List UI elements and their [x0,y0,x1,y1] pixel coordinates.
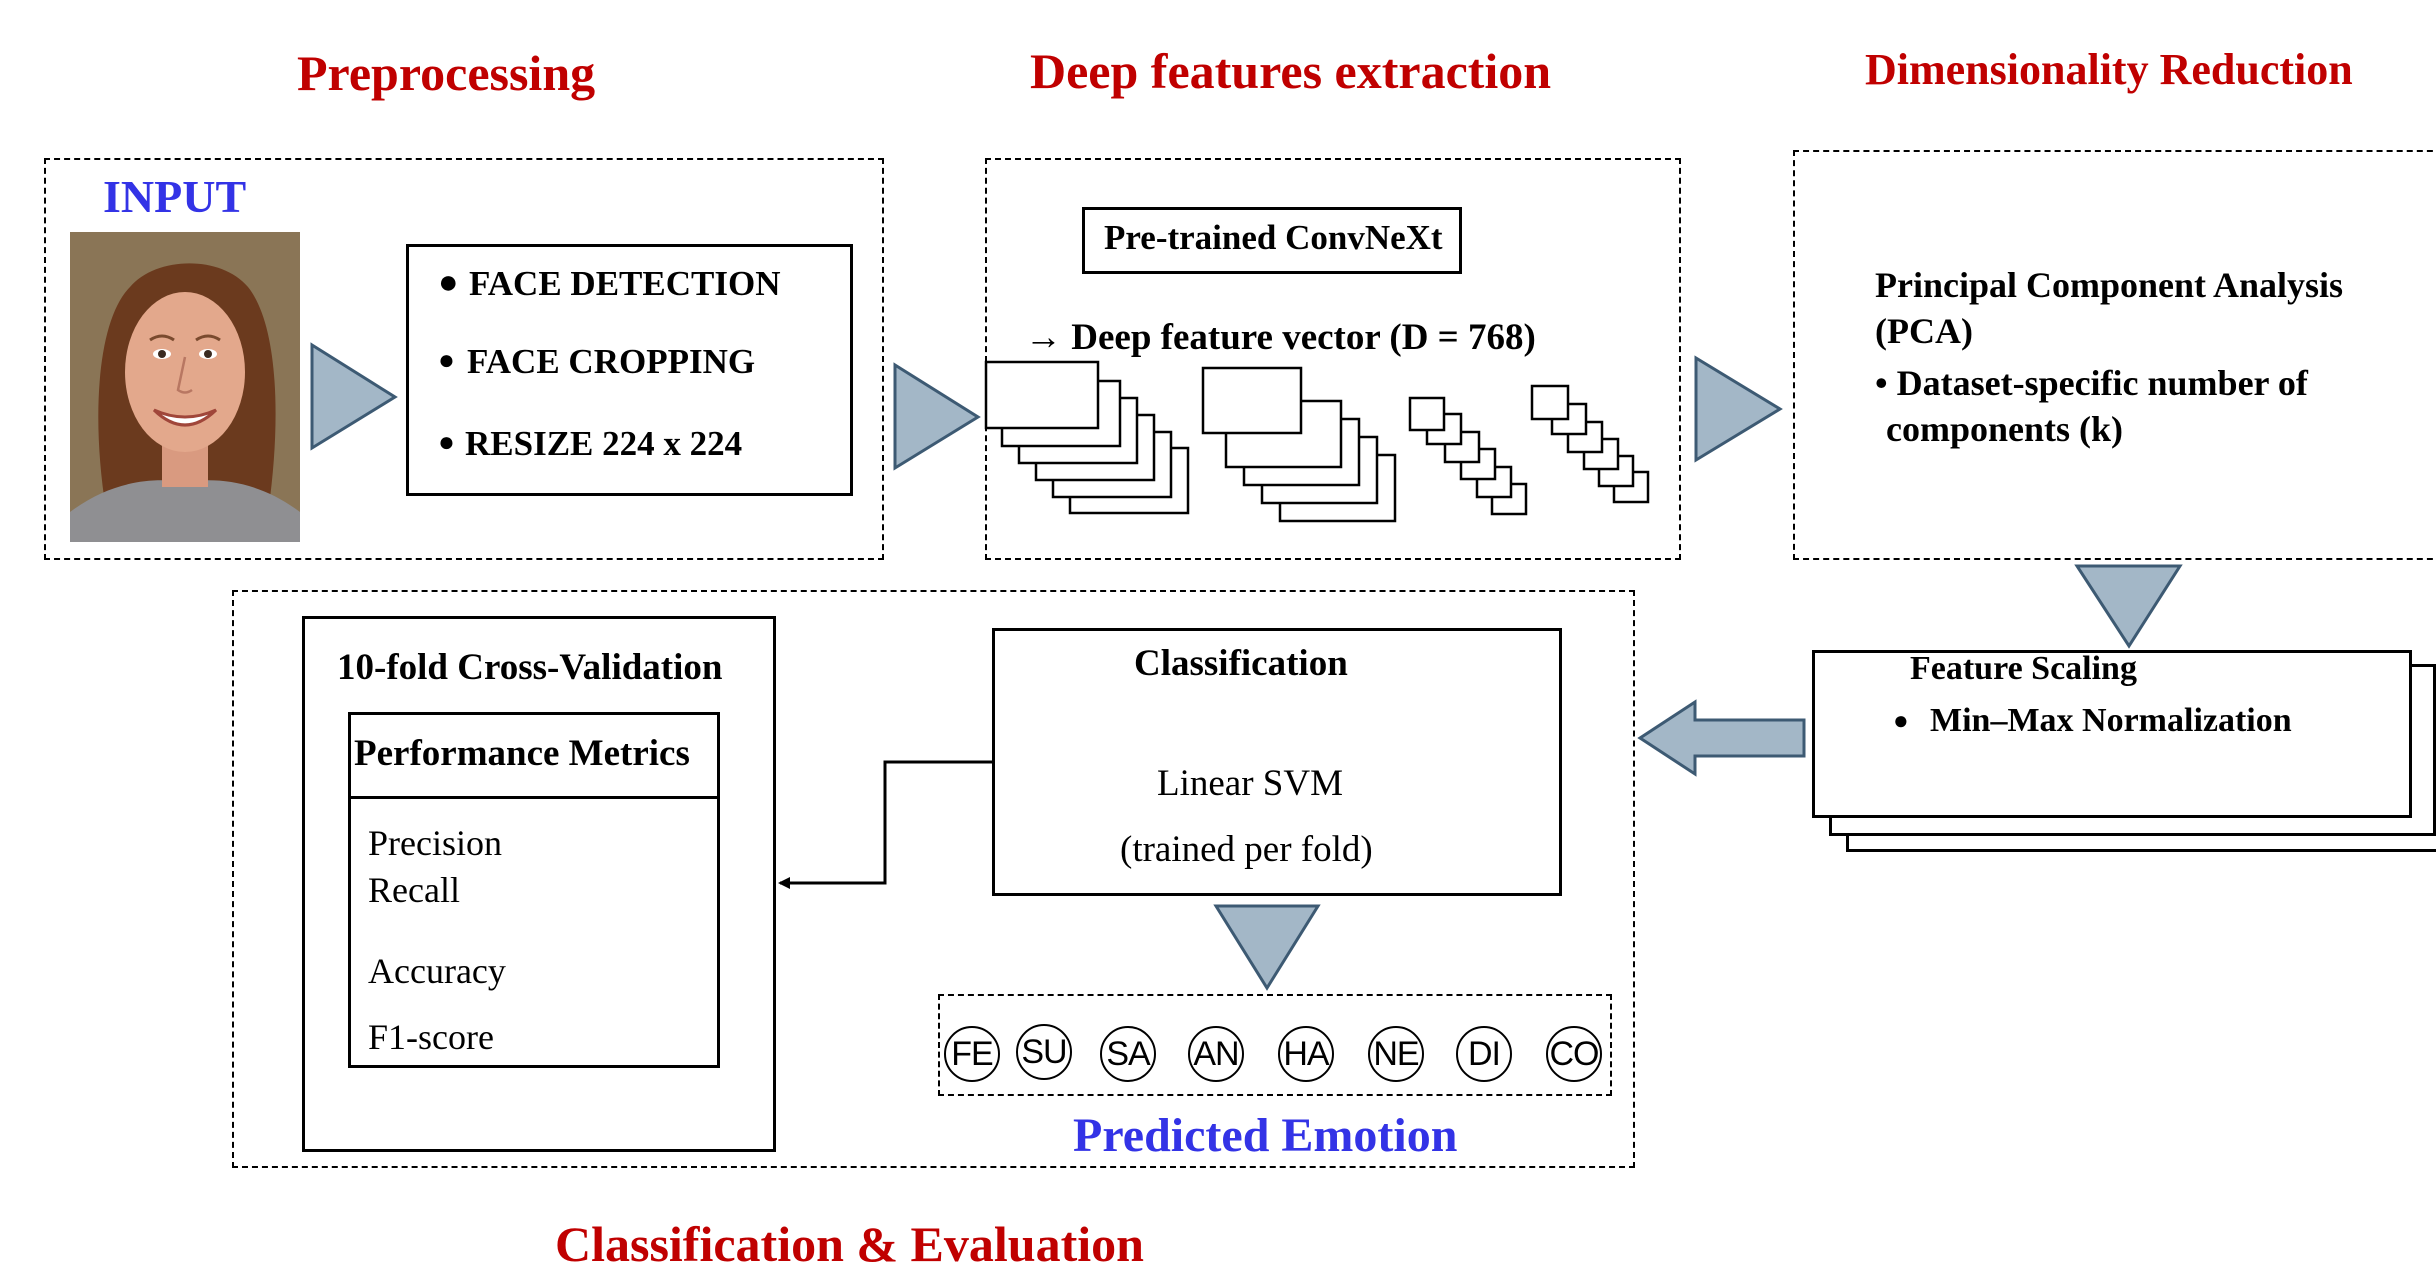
emotion-circle-co: CO [1546,1026,1602,1082]
emotion-circle-fe: FE [944,1026,1000,1082]
preprocessing-step: ● [438,427,455,458]
dim-reduction-container [1793,150,2436,560]
classification-evaluation-title: Classification & Evaluation [555,1216,1144,1272]
deep-features-title: Deep features extraction [1030,43,1552,99]
pca-bullet-line1: • Dataset-specific number of [1875,363,2308,403]
convnext-model-box [1082,207,1462,274]
feature-scaling-bullet: Min–Max Normalization [1930,702,2292,739]
predicted-emotion-label: Predicted Emotion [1073,1109,1458,1162]
feature-scaling-title: Feature Scaling [1910,650,2137,687]
flow-arrow-icon [893,362,981,471]
preprocessing-container [44,158,884,560]
flow-arrow-down-icon [2074,564,2183,649]
preprocessing-step-label: RESIZE 224 x 224 [465,424,743,463]
emotion-circle-di: DI [1456,1026,1512,1082]
preprocessing-step: ● [438,264,459,301]
metric-precision: Precision [368,823,502,863]
preprocessing-steps-box [406,244,853,496]
pca-title-line1: Principal Component Analysis [1875,265,2344,305]
feature-scaling-box [1812,650,2412,818]
classification-container [232,590,1635,1168]
emotion-circle-ha: HA [1278,1026,1334,1082]
classification-box [992,628,1562,896]
classifier-model: Linear SVM [1157,763,1343,804]
emotion-circle-an: AN [1188,1026,1244,1082]
deep-feature-vector-label: → Deep feature vector (D = 768) [1025,317,1536,358]
deep-features-container [985,158,1681,560]
dimensionality-reduction-title: Dimensionality Reduction [1865,45,2353,94]
classification-title: Classification [1134,643,1348,684]
pca-title-line2: (PCA) [1875,311,1973,351]
emotion-circle-ne: NE [1368,1026,1424,1082]
preprocessing-step-label: FACE DETECTION [469,264,781,303]
preprocessing-title: Preprocessing [297,45,596,101]
performance-metrics-box [348,712,720,1068]
emotion-circle-su: SU [1016,1024,1072,1080]
convnext-model-label: Pre-trained ConvNeXt [1104,218,1443,257]
input-label: INPUT [103,171,247,222]
emotion-circle-sa: SA [1100,1026,1156,1082]
cross-validation-title: 10-fold Cross-Validation [337,647,723,688]
feature-scaling-bullet-dot: ● [1893,706,1909,735]
metric-accuracy: Accuracy [368,951,506,991]
flow-arrow-icon [1694,355,1783,463]
input-face-image [70,232,300,542]
performance-metrics-divider [348,796,720,799]
classifier-note: (trained per fold) [1120,829,1373,870]
preprocessing-step: ● [438,345,455,376]
pca-bullet-line2: components (k) [1886,409,2124,449]
metric-f1-score: F1-score [368,1017,494,1057]
metric-recall: Recall [368,870,460,910]
preprocessing-step-label: FACE CROPPING [467,342,756,381]
performance-metrics-title: Performance Metrics [354,733,690,774]
emotion-row-container [938,994,1612,1096]
block-arrow-left-icon [1637,699,1806,777]
